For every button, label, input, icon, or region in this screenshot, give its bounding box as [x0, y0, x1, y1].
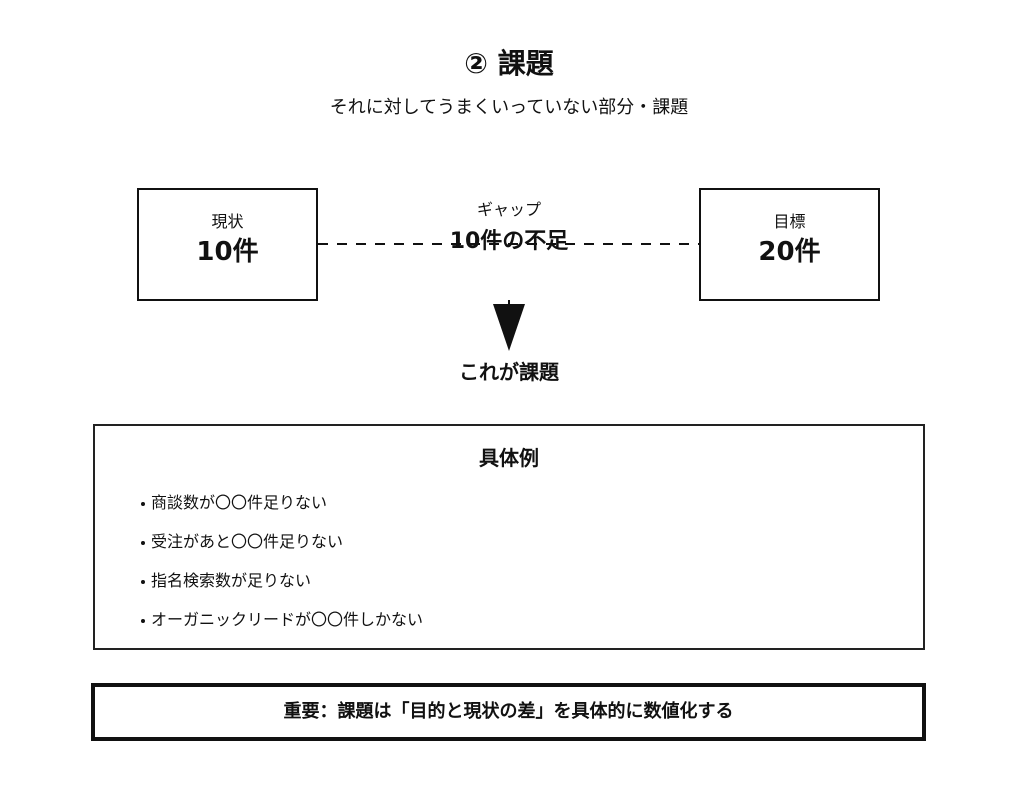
page-title: ② 課題 — [464, 47, 554, 80]
bullet-icon — [141, 619, 145, 623]
important-note-box: 重要：課題は「目的と現状の差」を具体的に数値化する — [91, 683, 926, 741]
bullet-icon — [141, 502, 145, 506]
arrow-down-icon — [493, 300, 525, 351]
list-item-text: オーガニックリードが〇〇件しかない — [151, 610, 424, 629]
list-item-text: 指名検索数が足りない — [151, 571, 312, 590]
bullet-icon — [141, 541, 145, 545]
list-item: オーガニックリードが〇〇件しかない — [95, 609, 923, 648]
examples-panel: 具体例 商談数が〇〇件足りない 受注があと〇〇件足りない 指名検索数が足りない … — [93, 424, 925, 650]
gap-dashed-line — [318, 243, 699, 245]
important-note-text: 重要：課題は「目的と現状の差」を具体的に数値化する — [283, 701, 734, 722]
current-state-box: 現状 10件 — [137, 188, 318, 301]
current-state-value: 10件 — [196, 237, 259, 267]
examples-heading: 具体例 — [479, 446, 539, 470]
bullet-icon — [141, 580, 145, 584]
goal-value: 20件 — [758, 237, 821, 267]
conclusion-text: これが課題 — [459, 360, 559, 384]
list-item: 受注があと〇〇件足りない — [95, 531, 923, 570]
list-item: 指名検索数が足りない — [95, 570, 923, 609]
gap-label: ギャップ — [476, 200, 541, 219]
goal-box: 目標 20件 — [699, 188, 880, 301]
goal-label: 目標 — [773, 212, 806, 231]
page-subtitle: それに対してうまくいっていない部分・課題 — [329, 97, 689, 118]
examples-list: 商談数が〇〇件足りない 受注があと〇〇件足りない 指名検索数が足りない オーガニ… — [95, 492, 923, 648]
current-state-label: 現状 — [211, 212, 244, 231]
gap-value: 10件の不足 — [449, 229, 569, 254]
list-item-text: 商談数が〇〇件足りない — [151, 493, 328, 512]
list-item-text: 受注があと〇〇件足りない — [151, 532, 344, 551]
list-item: 商談数が〇〇件足りない — [95, 492, 923, 531]
